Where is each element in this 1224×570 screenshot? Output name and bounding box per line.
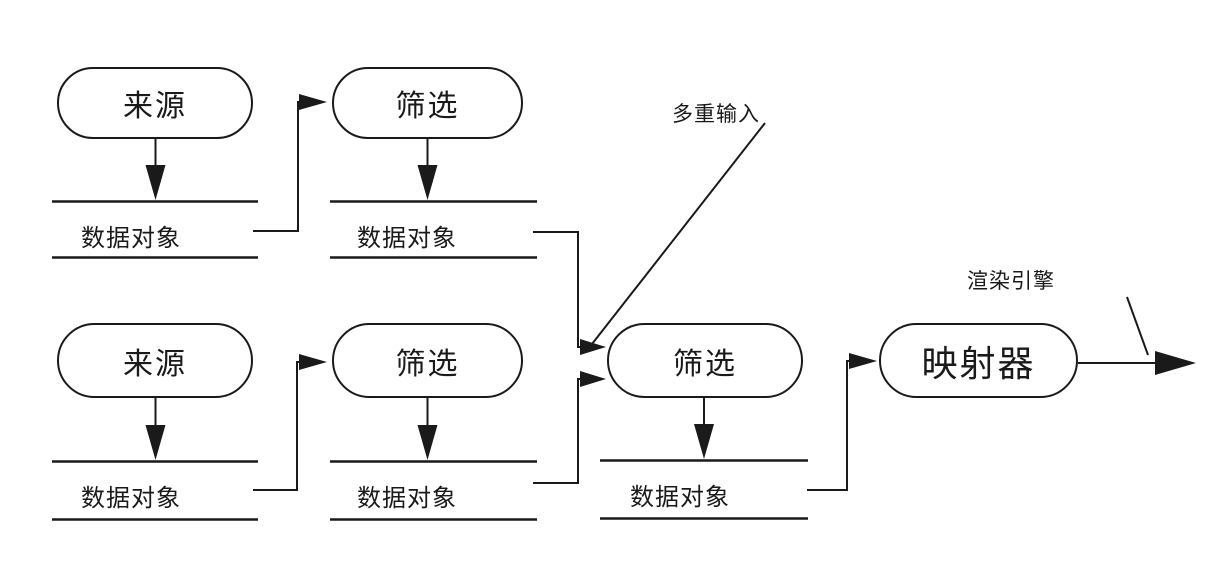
node-source-top: 来源 [57, 67, 253, 139]
arrowhead-into-filter-merge-bottom-icon [580, 371, 606, 387]
arrowhead-filter-bottom-icon [417, 425, 438, 460]
node-source-bottom: 来源 [57, 323, 253, 398]
edge-dataobject-bottomleft-to-filter-bottom [253, 361, 299, 491]
dataobject-top-left-label: 数据对象 [81, 225, 181, 252]
edge-dataobject-mergeout-to-mapper [807, 360, 849, 491]
node-source-top-label: 来源 [123, 90, 187, 123]
node-source-bottom-label: 来源 [123, 347, 187, 381]
arrowhead-into-filter-top-icon [299, 94, 327, 110]
node-mapper-label: 映射器 [921, 342, 1036, 384]
arrowhead-source-top-icon [145, 165, 166, 200]
arrowhead-filter-top-icon [417, 165, 438, 200]
dataobject-bottom-left-label: 数据对象 [81, 485, 181, 512]
edge-dataobject-topleft-to-filter-top [253, 101, 300, 232]
node-filter-bottom: 筛选 [332, 323, 523, 398]
node-filter-top: 筛选 [332, 67, 523, 139]
multi-input-annotation: 多重输入 [672, 103, 760, 126]
dataobject-bottom-mid-label: 数据对象 [357, 485, 457, 512]
multi-input-callout-line [591, 122, 766, 345]
arrowhead-source-bottom-icon [145, 425, 166, 460]
node-filter-merge: 筛选 [607, 323, 803, 398]
edge-dataobject-topmid-to-filter-merge [533, 231, 580, 348]
arrowhead-render-output-icon [1155, 351, 1196, 375]
arrowhead-into-filter-merge-top-icon [580, 339, 606, 355]
arrowhead-into-filter-bottom-icon [299, 354, 327, 370]
edge-dataobject-bottommid-to-filter-merge [533, 378, 580, 484]
node-filter-bottom-label: 筛选 [395, 347, 460, 381]
dataobject-top-mid-label: 数据对象 [357, 225, 457, 252]
arrowhead-filter-merge-icon [694, 424, 714, 459]
dataobject-merge-out-label: 数据对象 [630, 484, 730, 511]
arrowhead-into-mapper-icon [849, 353, 877, 369]
node-filter-merge-label: 筛选 [673, 347, 737, 381]
node-mapper: 映射器 [879, 323, 1078, 398]
render-engine-annotation: 渲染引擎 [967, 270, 1055, 293]
render-engine-callout-line [1126, 296, 1149, 356]
node-filter-top-label: 筛选 [395, 90, 460, 123]
